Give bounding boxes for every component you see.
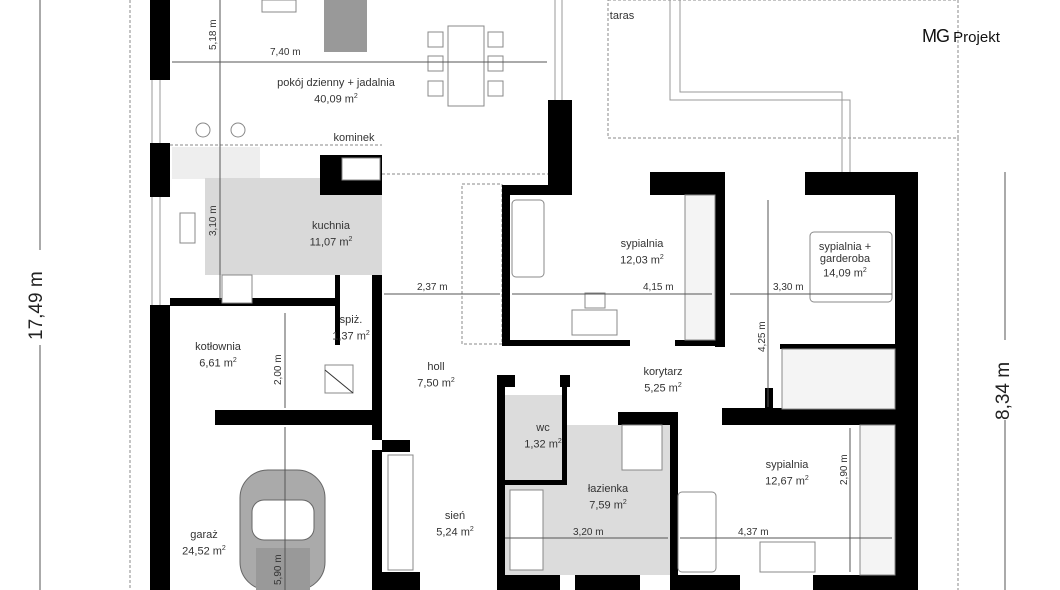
room-area: 7,59 m xyxy=(589,499,623,512)
dim-320: 3,20 m xyxy=(573,527,604,538)
room-label-vestibule: sień 5,24 m2 xyxy=(436,509,474,540)
room-label-bedroom-wardrobe: sypialnia +garderoba 14,09 m2 xyxy=(818,241,872,280)
room-label-hall: holl 7,50 m2 xyxy=(417,360,455,391)
room-name: holl xyxy=(427,361,445,373)
sq-unit: 2 xyxy=(348,236,353,243)
dim-total-length: 17,49 m xyxy=(26,271,47,340)
room-name: sypialnia + xyxy=(818,241,872,253)
room-name: łazienka xyxy=(587,483,629,495)
room-label-kitchen: kuchnia 11,07 m2 xyxy=(310,219,353,250)
room-area: 7,50 m xyxy=(417,377,451,390)
room-name: kotłownia xyxy=(195,341,241,353)
room-area: 6,61 m xyxy=(199,357,233,370)
brand-logo: MG Projekt xyxy=(922,26,1000,47)
dim-200: 2,00 m xyxy=(273,354,284,385)
room-label-pantry: spiż. 1,37 m2 xyxy=(332,313,370,344)
terrace-label: taras xyxy=(609,10,635,22)
room-label-boiler: kotłownia 6,61 m2 xyxy=(195,340,241,371)
room-label-wc: wc 1,32 m2 xyxy=(524,421,562,452)
car-icon xyxy=(239,469,326,590)
sq-unit: 2 xyxy=(862,267,867,274)
dim-wing-length: 8,34 m xyxy=(993,361,1014,420)
sq-unit: 2 xyxy=(622,499,627,506)
room-name: sień xyxy=(444,510,466,522)
room-name: spiż. xyxy=(339,314,363,326)
room-label-corridor: korytarz 5,25 m2 xyxy=(643,365,682,396)
room-label-bedroom-3: sypialnia 12,67 m2 xyxy=(765,458,809,489)
room-name: korytarz xyxy=(643,366,683,378)
room-label-garage: garaż 24,52 m2 xyxy=(182,528,226,559)
logo-name: Projekt xyxy=(953,29,1000,46)
sq-unit: 2 xyxy=(469,526,474,533)
fireplace-label: kominek xyxy=(333,132,375,144)
room-area: 11,07 m xyxy=(309,236,349,249)
sq-unit: 2 xyxy=(677,382,682,389)
dim-425: 4,25 m xyxy=(757,321,768,352)
sq-unit: 2 xyxy=(232,357,237,364)
room-label-bathroom: łazienka 7,59 m2 xyxy=(588,482,628,513)
room-area: 1,32 m xyxy=(524,438,558,451)
dim-740: 7,40 m xyxy=(270,47,301,58)
dim-310: 3,10 m xyxy=(208,205,219,236)
sq-unit: 2 xyxy=(557,438,562,445)
room-area: 1,37 m xyxy=(332,330,366,343)
logo-brand: MG xyxy=(922,26,950,46)
room-area: 14,09 m xyxy=(823,267,863,280)
dim-590: 5,90 m xyxy=(273,554,284,585)
dining-table xyxy=(447,25,485,107)
sq-unit: 2 xyxy=(353,93,358,100)
dim-518: 5,18 m xyxy=(208,19,219,50)
room-area: 12,67 m xyxy=(765,475,805,488)
dim-415: 4,15 m xyxy=(643,282,674,293)
room-name: sypialnia xyxy=(765,459,809,471)
room-name-2: garderoba xyxy=(819,253,871,265)
room-name: sypialnia xyxy=(620,238,664,250)
sq-unit: 2 xyxy=(659,254,664,261)
dim-237: 2,37 m xyxy=(417,282,448,293)
sq-unit: 2 xyxy=(221,545,226,552)
room-name: kuchnia xyxy=(312,220,350,232)
room-name: wc xyxy=(536,422,550,434)
dim-330: 3,30 m xyxy=(773,282,804,293)
room-area: 5,25 m xyxy=(644,382,678,395)
room-label-living: pokój dzienny + jadalnia 40,09 m2 xyxy=(277,76,395,107)
room-name: garaż xyxy=(190,529,218,541)
dim-437: 4,37 m xyxy=(738,527,769,538)
room-area: 40,09 m xyxy=(314,93,354,106)
sofa xyxy=(324,0,367,52)
sq-unit: 2 xyxy=(804,475,809,482)
room-area: 24,52 m xyxy=(182,545,222,558)
dim-290: 2,90 m xyxy=(839,454,850,485)
sq-unit: 2 xyxy=(450,377,455,384)
sq-unit: 2 xyxy=(365,330,370,337)
room-area: 12,03 m xyxy=(620,254,660,267)
room-area: 5,24 m xyxy=(436,526,470,539)
room-label-bedroom-1: sypialnia 12,03 m2 xyxy=(620,237,664,268)
room-name: pokój dzienny + jadalnia xyxy=(277,77,395,89)
